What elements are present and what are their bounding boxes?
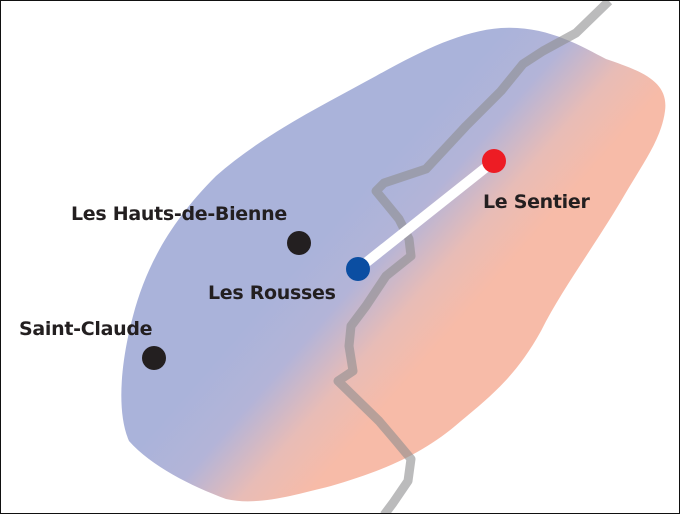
place-label-le-sentier: Le Sentier	[483, 191, 590, 213]
connection-line	[354, 157, 498, 273]
place-marker-les-hauts-de-bienne[interactable]	[287, 231, 311, 255]
national-border-line	[333, 1, 613, 513]
place-marker-saint-claude[interactable]	[142, 346, 166, 370]
place-label-les-rousses: Les Rousses	[208, 282, 336, 304]
place-label-les-hauts-de-bienne: Les Hauts-de-Bienne	[71, 203, 287, 225]
place-marker-les-rousses[interactable]	[346, 257, 370, 281]
place-marker-le-sentier[interactable]	[482, 149, 506, 173]
place-label-saint-claude: Saint-Claude	[19, 318, 152, 340]
